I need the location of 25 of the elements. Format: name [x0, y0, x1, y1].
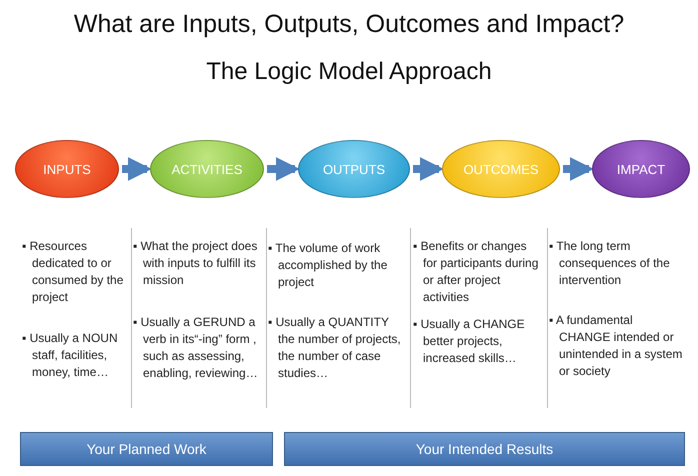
- title: What are Inputs, Outputs, Outcomes and Impact?: [72, 10, 626, 39]
- subtitle: The Logic Model Approach: [205, 58, 493, 86]
- block-arrow: [267, 157, 300, 181]
- block-arrow: [413, 157, 444, 181]
- summary-bar: [20, 432, 273, 466]
- bullet-text: ▪ The long term consequences of the intervention: [549, 238, 671, 289]
- bullet-text: ▪ Usually a QUANTITY the number of projects, the number of case studies…: [268, 314, 402, 382]
- bullet-text: ▪ Usually a GERUND a verb in its“-ing” form , such as assessing, enabling, reviewing…: [133, 314, 259, 382]
- stage-label: IMPACT: [616, 162, 666, 176]
- block-arrow: [122, 157, 152, 181]
- stage-label: INPUTS: [43, 162, 91, 176]
- stage-label: ACTIVITIES: [172, 162, 242, 176]
- block-arrow: [563, 157, 594, 181]
- stage-label: OUTCOMES: [463, 162, 539, 176]
- bullet-text: ▪ A fundamental CHANGE intended or unintended in a system or society: [549, 312, 684, 380]
- summary-bar: [284, 432, 685, 466]
- bullet-text: ▪ Usually a CHANGE better projects, increased skills…: [413, 316, 526, 367]
- bullet-text: ▪ Benefits or changes for participants during or after project activities: [413, 238, 540, 306]
- stage-label: OUTPUTS: [322, 162, 386, 176]
- bullet-text: ▪ Resources dedicated to or consumed by the project: [22, 238, 124, 306]
- bullet-text: ▪ Usually a NOUN staff, facilities, money, time…: [22, 330, 119, 381]
- bullet-text: ▪ What the project does with inputs to fulfill its mission: [133, 238, 258, 289]
- bullet-text: ▪ The volume of work accomplished by the project: [268, 240, 388, 291]
- stage-label: Your Planned Work: [86, 441, 206, 457]
- stage-label: Your Intended Results: [416, 441, 554, 457]
